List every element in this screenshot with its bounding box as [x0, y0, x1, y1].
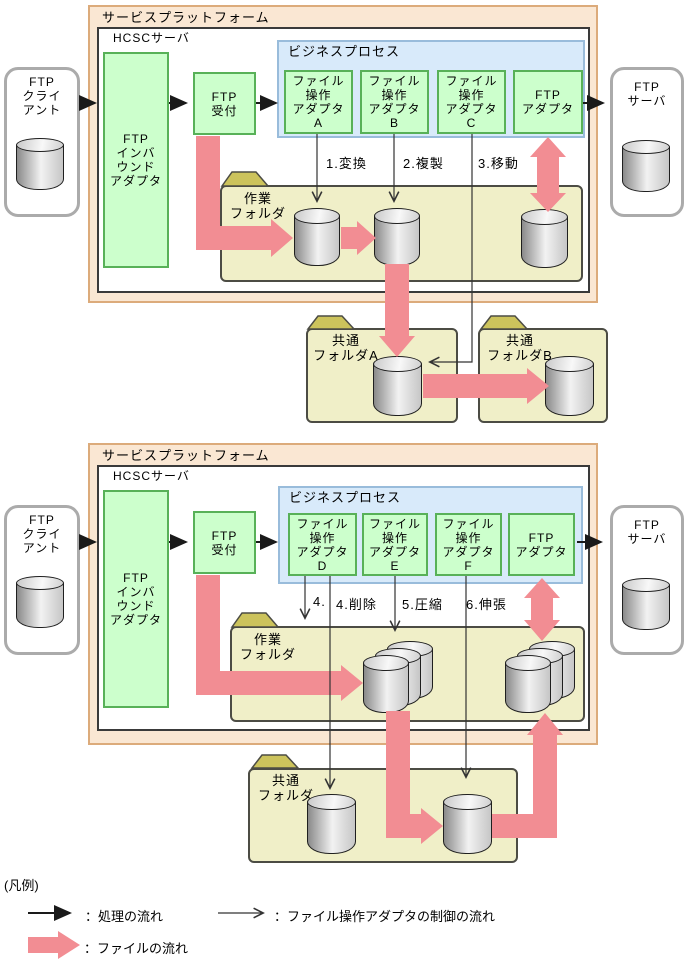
- ftp-reception-box-2: FTP 受付: [193, 511, 256, 574]
- work-folder-tab: [220, 171, 270, 187]
- common-a-cylinder: [373, 356, 422, 416]
- ftp-client-label: FTP クライ アント: [22, 75, 62, 117]
- file-op-adapter-a-box: ファイル 操作 アダプタ A: [284, 70, 353, 134]
- file-op-adapter-c-box: ファイル 操作 アダプタ C: [437, 70, 506, 134]
- work-file-cylinder-1: [294, 208, 340, 267]
- business-process-label: ビジネスプロセス: [288, 44, 401, 59]
- file-op-adapter-e-box: ファイル 操作 アダプタ E: [362, 513, 428, 576]
- ftp-inbound-adapter-box: FTP インバ ウンド アダプタ: [103, 52, 169, 268]
- legend-process-flow-label: ：処理の流れ: [85, 909, 164, 924]
- server-storage-cylinder: [622, 140, 670, 192]
- step-6-label: 6.伸張: [466, 597, 507, 612]
- legend-control-flow-label: ：ファイル操作アダプタの制御の流れ: [274, 909, 496, 924]
- server-storage-cylinder-2: [622, 578, 670, 630]
- business-process-label-2: ビジネスプロセス: [289, 490, 402, 505]
- common-folder-b-tab: [479, 315, 529, 330]
- common-folder-label-2: 共通 フォルダ: [257, 773, 314, 803]
- common-cylinder-right: [443, 794, 492, 854]
- service-platform-label: サービスプラットフォーム: [102, 10, 270, 25]
- step-4-mark-label: 4.: [313, 594, 326, 609]
- work-file-cylinder-3: [521, 209, 568, 269]
- ftp-reception-box: FTP 受付: [193, 72, 256, 135]
- common-folder-tab-2: [250, 754, 300, 769]
- stack-cylinder-front: [363, 655, 409, 714]
- client-storage-cylinder: [16, 138, 64, 190]
- ftp-adapter-box: FTP アダプタ: [513, 70, 583, 134]
- step-4-label: 4.削除: [336, 597, 377, 612]
- file-op-adapter-f-box: ファイル 操作 アダプタ F: [435, 513, 502, 576]
- work-folder-tab-2: [230, 612, 280, 628]
- ftp-server-label: FTP サーバ: [627, 80, 667, 108]
- legend-file-arrow: [28, 931, 80, 959]
- ftp-client-label-2: FTP クライ アント: [22, 513, 62, 555]
- work-file-cylinder-2: [374, 208, 420, 267]
- ftp-server-label-2: FTP サーバ: [627, 518, 667, 546]
- common-folder-a-label: 共通 フォルダA: [313, 333, 379, 363]
- step-2-label: 2.複製: [403, 156, 444, 171]
- common-cylinder-left: [307, 794, 356, 854]
- work-file-stack-right: [505, 641, 575, 714]
- file-op-adapter-b-box: ファイル 操作 アダプタ B: [360, 70, 429, 134]
- work-file-stack-left: [363, 641, 433, 714]
- work-folder-label-2: 作業 フォルダ: [239, 632, 296, 662]
- step-1-label: 1.変換: [326, 156, 367, 171]
- step-3-label: 3.移動: [478, 156, 519, 171]
- ftp-inbound-adapter-box-2: FTP インバ ウンド アダプタ: [103, 490, 169, 708]
- legend-file-flow-label: ：ファイルの流れ: [84, 941, 189, 956]
- common-folder-b-label: 共通 フォルダB: [487, 333, 553, 363]
- stack-cylinder-front: [505, 655, 551, 714]
- ftp-adapter-box-2: FTP アダプタ: [508, 513, 575, 576]
- client-storage-cylinder-2: [16, 576, 64, 628]
- hcsc-server-label: HCSCサーバ: [113, 31, 190, 45]
- legend-title: (凡例): [4, 878, 39, 893]
- file-op-adapter-d-box: ファイル 操作 アダプタ D: [288, 513, 357, 576]
- step-5-label: 5.圧縮: [402, 597, 443, 612]
- common-folder-a-tab: [306, 315, 356, 330]
- common-b-cylinder: [545, 356, 594, 416]
- hcsc-server-label-2: HCSCサーバ: [113, 469, 190, 483]
- work-folder-label: 作業 フォルダ: [229, 191, 286, 221]
- service-platform-label-2: サービスプラットフォーム: [102, 448, 270, 463]
